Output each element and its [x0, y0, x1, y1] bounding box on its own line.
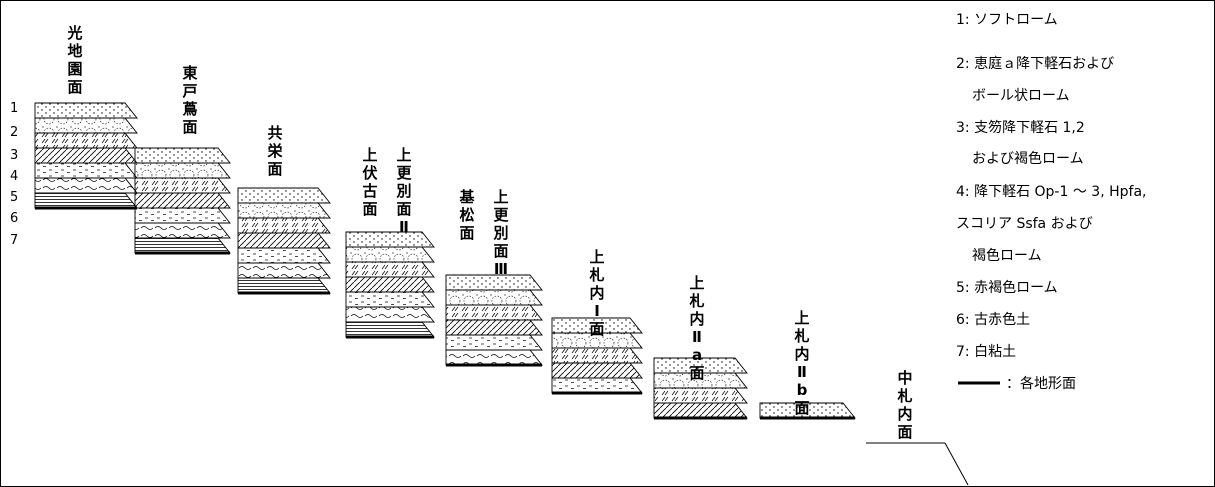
layer-band [237, 217, 331, 234]
layer-band [551, 377, 643, 394]
layer-band [34, 117, 138, 134]
layer-band [34, 102, 138, 119]
layer-band [34, 132, 138, 149]
layer-band [237, 202, 331, 219]
layer-band [345, 321, 435, 338]
layer-band [345, 246, 435, 263]
layer-band [653, 387, 748, 404]
layer-band [445, 334, 543, 351]
surface-label-higashitotsuta: 東戸蔦面 [182, 64, 197, 136]
layer-band [653, 402, 748, 419]
layer-band [445, 319, 543, 336]
legend-item-1: 1: ソフトローム [956, 12, 1058, 28]
legend-item-2: 2: 恵庭ａ降下軽石および [956, 55, 1114, 72]
layer-band [445, 349, 543, 366]
legend-item-3: 3: 支笏降下軽石 1,2 [956, 120, 1085, 136]
layer-band [134, 192, 231, 209]
legend-item-6: 6: 古赤色土 [956, 311, 1030, 328]
layer-number: 4 [10, 169, 18, 184]
layer-band [237, 247, 331, 264]
layer-band [345, 276, 435, 293]
layer-band [134, 222, 231, 239]
layer-band [134, 177, 231, 194]
layer-band [445, 289, 543, 306]
layer-band [445, 304, 543, 321]
layer-band [134, 207, 231, 224]
layer-number: 7 [10, 233, 18, 248]
layer-number: 5 [10, 190, 18, 205]
layer-band [345, 291, 435, 308]
layer-band [345, 306, 435, 323]
layer-band [345, 261, 435, 278]
legend-item-4-cont: スコリア Ssfa および [956, 216, 1093, 232]
surface-label-nakasatsunai: 中札内面 [896, 369, 912, 441]
legend-item-2-cont: ボール状ローム [972, 88, 1070, 104]
layer-number: 2 [10, 125, 18, 140]
layer-band [345, 231, 435, 248]
layer-band [237, 187, 331, 204]
stratigraphic-layers [34, 102, 856, 419]
layer-band [237, 277, 331, 294]
legend-surface-line-label: ：各地形面 [1006, 376, 1076, 392]
layer-band [34, 177, 138, 194]
surface-label-kimatsu: 基松面 [458, 188, 475, 242]
legend-item-3-cont: および褐色ローム [972, 150, 1084, 167]
layer-band [551, 332, 643, 349]
layer-band [551, 347, 643, 364]
layer-number: 3 [10, 148, 18, 163]
scarp-line [944, 442, 969, 486]
legend-item-4-cont2: 褐色ローム [972, 247, 1042, 264]
layer-band [34, 192, 138, 209]
terrace-surface-lines [35, 102, 969, 486]
layer-band [134, 237, 231, 254]
layer-number: 1 [10, 101, 18, 116]
surface-label-kamifushiko: 上伏古面 [362, 146, 377, 218]
legend-item-5: 5: 赤褐色ローム [956, 279, 1058, 296]
layer-band [34, 162, 138, 179]
surface-label-kouchien: 光地園面 [66, 24, 82, 96]
surface-label-kyoei: 共栄面 [266, 124, 283, 178]
layer-band [551, 362, 643, 379]
layer-band [134, 147, 231, 164]
layer-band [134, 162, 231, 179]
layer-number: 6 [10, 211, 18, 226]
legend-item-7: 7: 白粘土 [956, 344, 1016, 360]
layer-band [237, 262, 331, 279]
layer-band [237, 232, 331, 249]
layer-band [653, 372, 748, 389]
legend-item-4: 4: 降下軽石 Op-1 ～ 3, Hpfa, [956, 184, 1146, 200]
layer-band [34, 147, 138, 164]
